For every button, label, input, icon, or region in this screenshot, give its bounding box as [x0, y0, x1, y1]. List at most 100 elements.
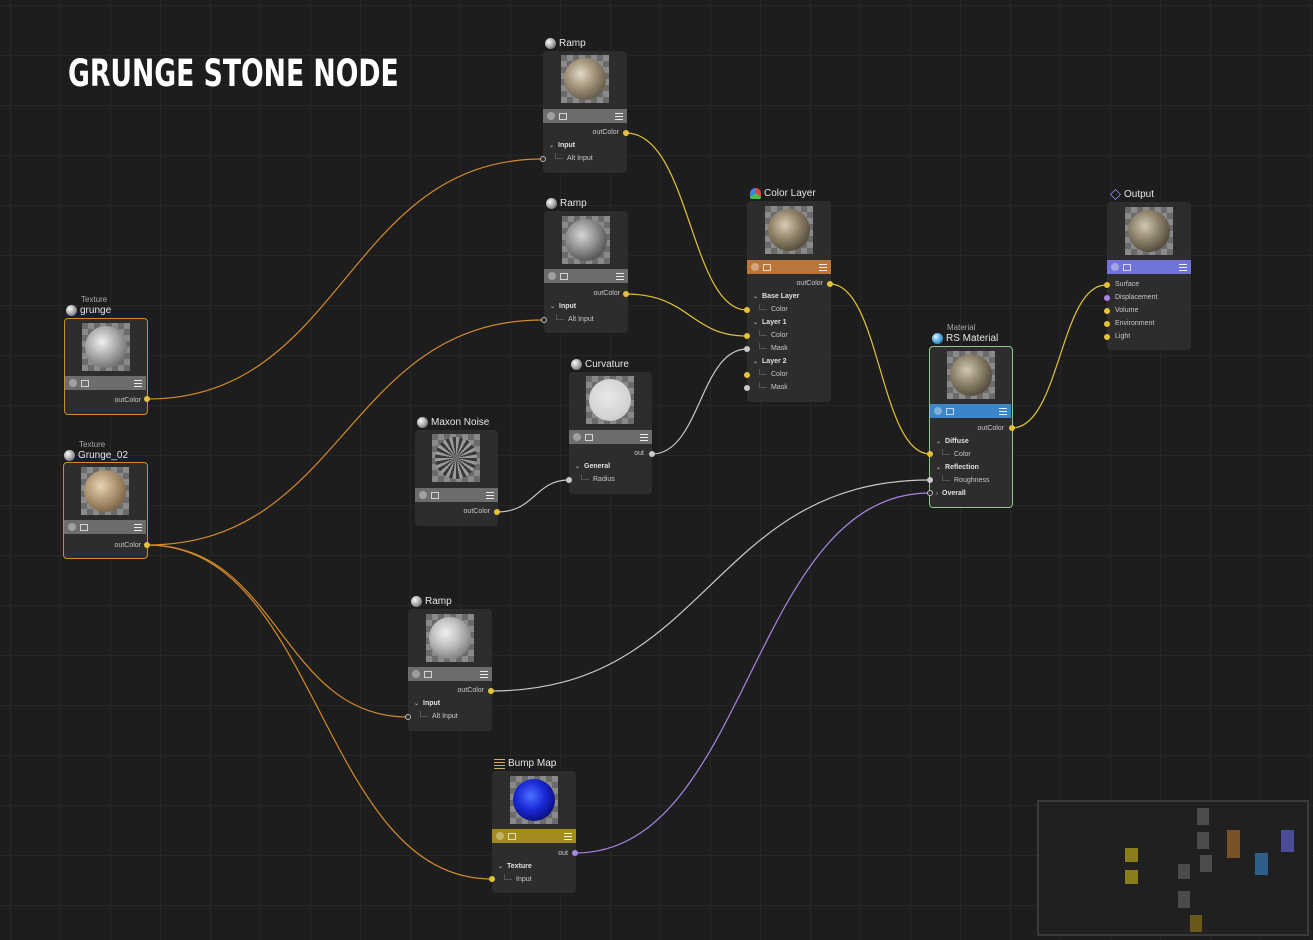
menu-icon[interactable]: [1179, 263, 1187, 271]
preview-sphere: [85, 326, 127, 368]
input-port-dot[interactable]: [489, 876, 495, 882]
node-ramp-top[interactable]: outColor ⌄Input Alt Input: [543, 51, 627, 173]
input-port-dot[interactable]: [566, 477, 572, 483]
wire-bump-to-overall[interactable]: [574, 492, 931, 854]
output-port-dot[interactable]: [144, 542, 150, 548]
output-port-dot[interactable]: [623, 130, 629, 136]
input-port-dot[interactable]: [541, 317, 547, 323]
output-port-dot[interactable]: [572, 850, 578, 856]
render-icon[interactable]: [412, 670, 420, 678]
input-port-dot[interactable]: [744, 307, 750, 313]
chevron-right-icon[interactable]: ›: [936, 491, 938, 497]
chevron-down-icon[interactable]: ⌄: [549, 143, 555, 149]
output-port-dot[interactable]: [827, 281, 833, 287]
menu-icon[interactable]: [615, 112, 623, 120]
output-port-dot[interactable]: [649, 451, 655, 457]
render-icon[interactable]: [69, 379, 77, 387]
minimap-node: [1178, 864, 1190, 879]
node-rs-material[interactable]: outColor ⌄Diffuse Color ⌄Reflection Roug…: [929, 346, 1013, 508]
input-port-dot[interactable]: [927, 490, 933, 496]
input-port-dot[interactable]: [1104, 295, 1110, 301]
menu-icon[interactable]: [134, 379, 142, 387]
image-icon[interactable]: [560, 272, 568, 280]
wire-noise-to-curvature[interactable]: [496, 479, 570, 513]
chevron-down-icon[interactable]: ⌄: [753, 294, 759, 300]
chevron-down-icon[interactable]: ⌄: [936, 439, 942, 445]
chevron-down-icon[interactable]: ⌄: [498, 864, 504, 870]
node-texture-grunge02[interactable]: outColor: [63, 462, 148, 559]
image-icon[interactable]: [585, 433, 593, 441]
input-port-dot[interactable]: [927, 451, 933, 457]
image-icon[interactable]: [81, 379, 89, 387]
wire-ramp-low-to-roughness[interactable]: [490, 479, 931, 692]
input-port-dot[interactable]: [1104, 334, 1110, 340]
menu-icon[interactable]: [819, 263, 827, 271]
output-port-dot[interactable]: [1009, 425, 1015, 431]
input-port-dot[interactable]: [927, 477, 933, 483]
wire-grunge-to-ramp-top[interactable]: [146, 158, 544, 400]
group-label: Reflection: [945, 464, 979, 471]
chevron-down-icon[interactable]: ⌄: [753, 320, 759, 326]
menu-icon[interactable]: [564, 832, 572, 840]
menu-icon[interactable]: [640, 433, 648, 441]
menu-icon[interactable]: [480, 670, 488, 678]
node-maxon-noise[interactable]: outColor: [415, 430, 498, 526]
chevron-down-icon[interactable]: ⌄: [550, 304, 556, 310]
navigator-minimap[interactable]: [1037, 800, 1309, 936]
input-port-dot[interactable]: [1104, 308, 1110, 314]
wire-curvature-to-layer1-mask[interactable]: [651, 348, 748, 455]
input-port-dot[interactable]: [744, 372, 750, 378]
chevron-down-icon[interactable]: ⌄: [414, 701, 420, 707]
input-port-dot[interactable]: [1104, 282, 1110, 288]
node-output[interactable]: Surface Displacement Volume Environment …: [1107, 202, 1191, 350]
input-port-dot[interactable]: [540, 156, 546, 162]
chevron-down-icon[interactable]: ⌄: [753, 359, 759, 365]
image-icon[interactable]: [946, 407, 954, 415]
render-icon[interactable]: [751, 263, 759, 271]
render-icon[interactable]: [68, 523, 76, 531]
menu-icon[interactable]: [486, 491, 494, 499]
node-ramp-low[interactable]: outColor ⌄Input Alt Input: [408, 609, 492, 731]
render-icon[interactable]: [1111, 263, 1119, 271]
wire-colorlayer-to-diffuse[interactable]: [829, 283, 931, 455]
image-icon[interactable]: [431, 491, 439, 499]
chevron-down-icon[interactable]: ⌄: [575, 464, 581, 470]
output-port-dot[interactable]: [494, 509, 500, 515]
render-icon[interactable]: [573, 433, 581, 441]
render-icon[interactable]: [496, 832, 504, 840]
node-bump-map[interactable]: out ⌄Texture Input: [492, 771, 576, 893]
image-icon[interactable]: [508, 832, 516, 840]
image-icon[interactable]: [80, 523, 88, 531]
render-icon[interactable]: [548, 272, 556, 280]
chevron-down-icon[interactable]: ⌄: [936, 465, 942, 471]
node-curvature[interactable]: out ⌄General Radius: [569, 372, 652, 494]
output-port-dot[interactable]: [488, 688, 494, 694]
port-outcolor: outColor: [977, 425, 1004, 432]
wire-ramp-top-to-base-layer[interactable]: [625, 132, 748, 311]
wire-grunge02-to-ramp-low[interactable]: [146, 544, 409, 718]
render-icon[interactable]: [547, 112, 555, 120]
image-icon[interactable]: [763, 263, 771, 271]
node-ramp-mid[interactable]: outColor ⌄Input Alt Input: [544, 211, 628, 333]
image-icon[interactable]: [559, 112, 567, 120]
image-icon[interactable]: [424, 670, 432, 678]
render-icon[interactable]: [419, 491, 427, 499]
menu-icon[interactable]: [134, 523, 142, 531]
input-port-dot[interactable]: [405, 714, 411, 720]
image-icon[interactable]: [1123, 263, 1131, 271]
menu-icon[interactable]: [616, 272, 624, 280]
node-toolbar: [1107, 260, 1191, 274]
input-port-dot[interactable]: [1104, 321, 1110, 327]
input-port-dot[interactable]: [744, 346, 750, 352]
output-port-dot[interactable]: [623, 291, 629, 297]
input-port-dot[interactable]: [744, 385, 750, 391]
node-color-layer[interactable]: outColor ⌄Base Layer Color ⌄Layer 1 Colo…: [747, 201, 831, 402]
node-texture-grunge[interactable]: outColor: [64, 318, 148, 415]
wire-ramp-mid-to-layer1[interactable]: [625, 293, 748, 337]
output-port-dot[interactable]: [144, 396, 150, 402]
render-icon[interactable]: [934, 407, 942, 415]
menu-icon[interactable]: [999, 407, 1007, 415]
input-port-dot[interactable]: [744, 333, 750, 339]
wire-material-to-surface[interactable]: [1011, 284, 1107, 429]
node-type-label: Texture: [79, 440, 106, 449]
